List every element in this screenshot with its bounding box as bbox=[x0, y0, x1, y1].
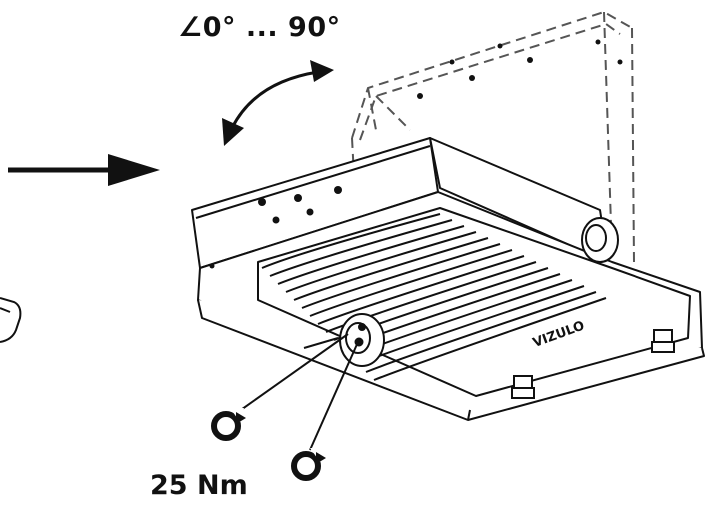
torque-label: 25 Nm bbox=[150, 470, 248, 501]
bracket-holes bbox=[417, 39, 623, 99]
angle-range-label: ∠0° ... 90° bbox=[178, 12, 341, 43]
rotation-circle-icon bbox=[211, 408, 246, 441]
rotation-circle-icon bbox=[291, 448, 326, 481]
adjacent-part-outline bbox=[0, 297, 22, 343]
wall-holes bbox=[209, 186, 342, 269]
housing-clips bbox=[511, 329, 675, 399]
right-arrow-icon bbox=[8, 154, 160, 186]
pivot-hub-front bbox=[339, 313, 385, 367]
pivot-hub-rear bbox=[581, 217, 619, 263]
leader-lines bbox=[237, 333, 359, 451]
curved-double-arrow-icon bbox=[222, 60, 334, 146]
